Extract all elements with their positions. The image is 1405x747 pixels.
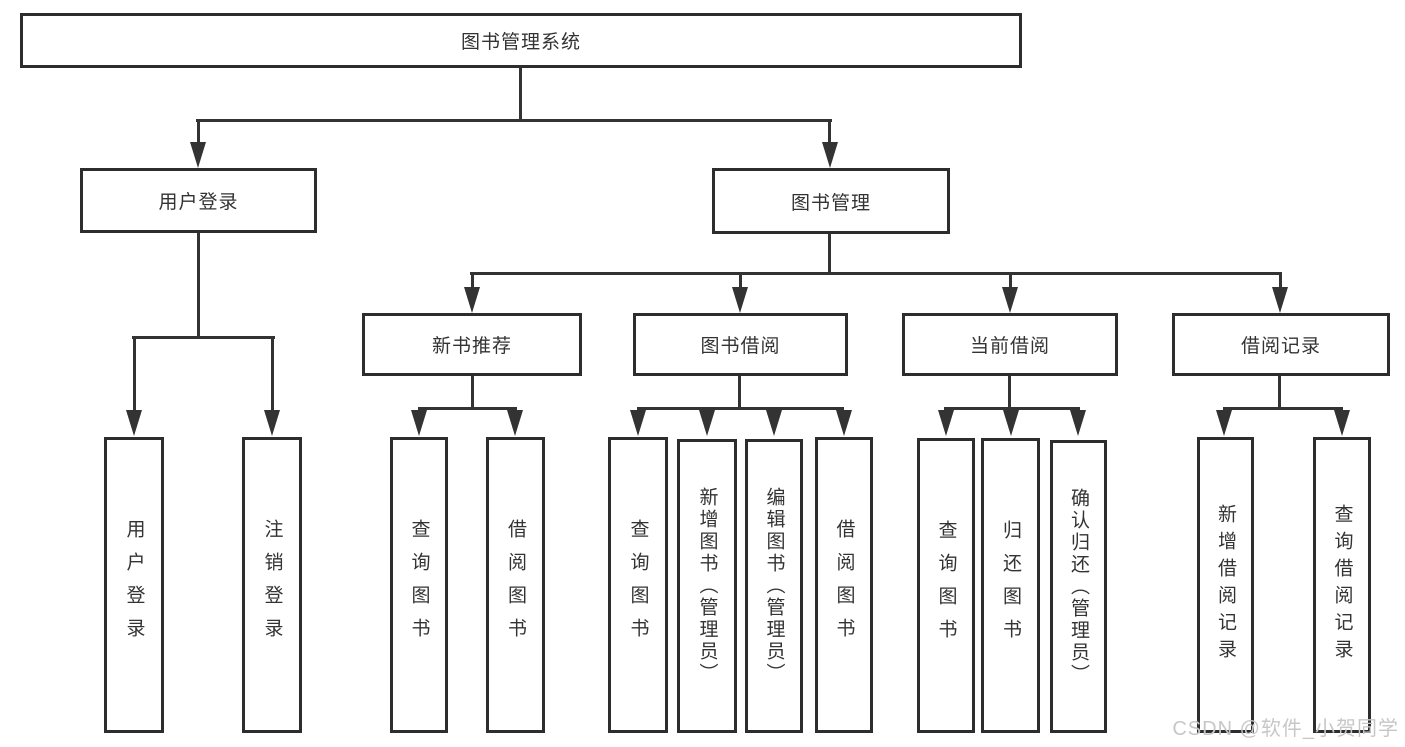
connector-line: [637, 407, 844, 410]
node-label: 查询图书: [627, 519, 649, 651]
node-label: 用户登录: [158, 192, 239, 213]
node-label: 编辑图书（管理员）: [763, 487, 785, 685]
node-label: 注销登录: [261, 519, 283, 651]
connector-arrow-down: [264, 410, 280, 436]
node-label: 图书借阅: [700, 336, 781, 357]
connector-line: [1008, 376, 1011, 407]
node-label: 新书推荐: [431, 336, 512, 357]
connector-arrow-down: [507, 410, 523, 436]
connector-line: [418, 407, 517, 410]
node-confirm-return-admin: 确认归还（管理员）: [1050, 440, 1107, 733]
node-current-borrowing: 当前借阅: [902, 313, 1118, 376]
csdn-watermark: CSDN @软件_小贺同学: [1172, 718, 1399, 740]
node-label: 借阅图书: [833, 519, 855, 651]
node-query-book-borrowing: 查询图书: [608, 437, 668, 733]
connector-arrow-down: [411, 410, 427, 436]
connector-line: [739, 272, 742, 288]
connector-line: [132, 336, 275, 339]
connector-arrow-down: [464, 287, 480, 313]
node-book-management: 图书管理: [712, 168, 950, 234]
connector-arrow-down: [699, 410, 715, 436]
connector-arrow-down: [1216, 410, 1232, 436]
node-user-login: 用户登录: [104, 437, 164, 733]
connector-arrow-down: [1272, 287, 1288, 313]
connector-arrow-down: [822, 142, 838, 168]
connector-line: [738, 376, 741, 407]
node-user-login-module: 用户登录: [80, 168, 317, 233]
node-label: 图书管理系统: [460, 32, 581, 53]
node-query-book-current: 查询图书: [917, 438, 975, 733]
connector-line: [828, 119, 831, 145]
node-return-book: 归还图书: [981, 438, 1040, 733]
node-query-book-recommend: 查询图书: [390, 437, 448, 733]
node-label: 查询图书: [935, 519, 957, 652]
node-label: 查询图书: [408, 519, 430, 651]
node-borrow-records: 借阅记录: [1172, 313, 1390, 376]
connector-line: [196, 119, 832, 122]
connector-line: [471, 272, 474, 288]
connector-line: [197, 119, 200, 145]
connector-line: [271, 336, 274, 410]
connector-arrow-down: [630, 410, 646, 436]
node-label: 新增图书（管理员）: [696, 487, 718, 685]
connector-arrow-down: [938, 410, 954, 436]
connector-arrow-down: [766, 410, 782, 436]
node-new-book-recommend: 新书推荐: [362, 313, 582, 376]
node-label: 查询借阅记录: [1331, 504, 1353, 666]
connector-line: [133, 336, 136, 410]
connector-line: [1278, 375, 1281, 407]
node-query-borrow-record: 查询借阅记录: [1313, 437, 1371, 733]
node-borrow-book-recommend: 借阅图书: [486, 437, 545, 733]
node-label: 当前借阅: [969, 336, 1050, 357]
connector-arrow-down: [732, 287, 748, 313]
node-book-borrowing: 图书借阅: [633, 313, 848, 376]
node-label: 用户登录: [123, 519, 145, 651]
connector-line: [944, 407, 1080, 410]
connector-arrow-down: [836, 410, 852, 436]
node-add-borrow-record: 新增借阅记录: [1197, 437, 1254, 733]
node-add-book-admin: 新增图书（管理员）: [677, 439, 737, 733]
connector-arrow-down: [190, 142, 206, 168]
connector-line: [197, 233, 200, 336]
connector-arrow-down: [1070, 410, 1086, 436]
node-logout: 注销登录: [242, 437, 302, 733]
connector-line: [519, 68, 522, 119]
node-label: 借阅图书: [505, 519, 526, 651]
node-label: 归还图书: [1000, 519, 1021, 652]
node-label: 借阅记录: [1240, 336, 1321, 357]
connector-arrow-down: [126, 410, 142, 436]
node-label: 确认归还（管理员）: [1068, 487, 1089, 686]
connector-line: [470, 272, 1282, 275]
connector-line: [1223, 407, 1343, 410]
connector-line: [1279, 272, 1282, 288]
node-label: 图书管理: [790, 192, 871, 214]
connector-line: [828, 234, 831, 272]
connector-arrow-down: [1003, 410, 1019, 436]
node-borrow-book-borrowing: 借阅图书: [815, 437, 873, 733]
node-label: 新增借阅记录: [1215, 504, 1236, 666]
node-library-system: 图书管理系统: [20, 13, 1022, 68]
connector-line: [471, 376, 474, 407]
connector-arrow-down: [1334, 410, 1350, 436]
connector-arrow-down: [1002, 287, 1018, 313]
node-edit-book-admin: 编辑图书（管理员）: [745, 439, 803, 733]
connector-line: [1009, 272, 1012, 288]
